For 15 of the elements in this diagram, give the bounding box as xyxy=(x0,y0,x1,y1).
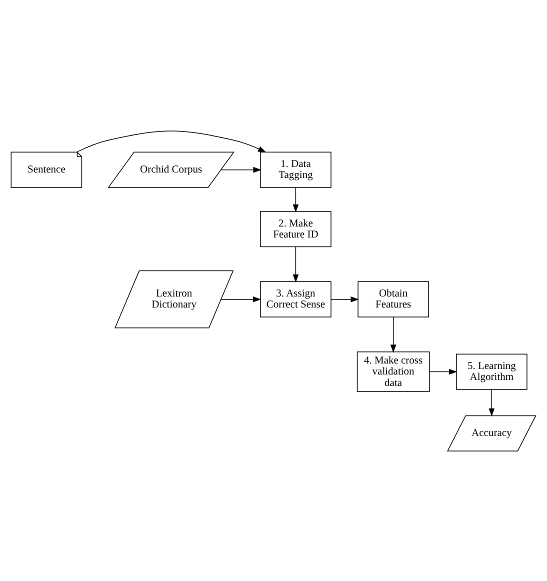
node-box: 5. Learning Algorithm xyxy=(456,353,528,390)
node-box: 1. Data Tagging xyxy=(260,151,332,188)
arrow xyxy=(292,246,299,282)
arrow xyxy=(330,296,359,302)
arrow xyxy=(429,368,458,374)
node-box: 3. Assign Correct Sense xyxy=(260,280,332,317)
node-box: 4. Make cross validation data xyxy=(356,351,430,392)
arrow xyxy=(220,166,262,172)
arrow xyxy=(76,130,266,152)
node-box: 2. Make Feature ID xyxy=(260,210,332,247)
arrow xyxy=(488,388,495,416)
arrow xyxy=(292,186,299,212)
node-box: Obtain Features xyxy=(358,280,429,317)
arrow xyxy=(390,316,396,352)
arrow xyxy=(220,296,262,302)
